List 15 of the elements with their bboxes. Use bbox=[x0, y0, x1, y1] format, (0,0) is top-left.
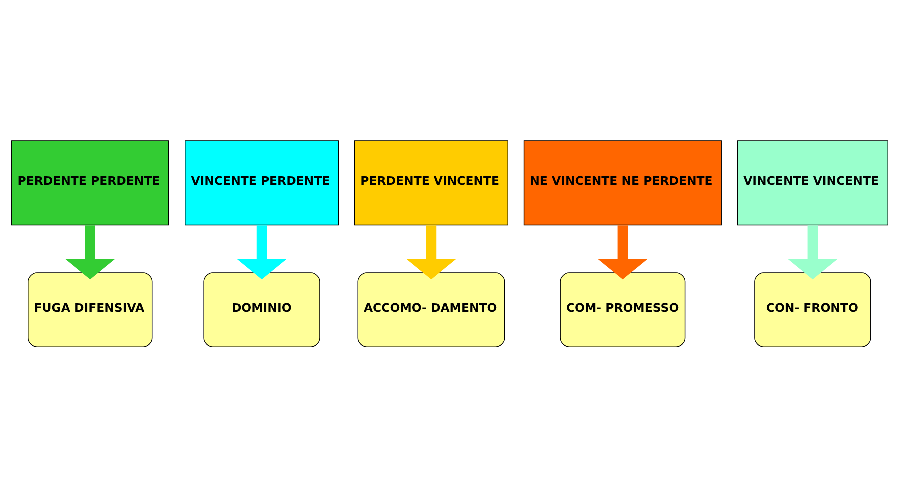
node-box: DOMINIO bbox=[204, 272, 320, 347]
arrow bbox=[788, 225, 838, 280]
arrow bbox=[406, 225, 457, 280]
node-box: PERDENTE PERDENTE bbox=[12, 140, 170, 226]
node-box: FUGA DIFENSIVA bbox=[28, 272, 153, 347]
node-box: VINCENTE VINCENTE bbox=[737, 140, 888, 226]
node-box: CON- FRONTO bbox=[754, 272, 872, 347]
arrow bbox=[65, 225, 116, 280]
node-box: COM- PROMESSO bbox=[560, 272, 686, 347]
arrow bbox=[236, 225, 288, 280]
arrow bbox=[598, 225, 648, 280]
node-box: ACCOMO- DAMENTO bbox=[358, 272, 506, 347]
node-box: VINCENTE PERDENTE bbox=[185, 140, 340, 226]
node-box: NE VINCENTE NE PERDENTE bbox=[524, 140, 722, 226]
node-box: PERDENTE VINCENTE bbox=[354, 140, 508, 226]
